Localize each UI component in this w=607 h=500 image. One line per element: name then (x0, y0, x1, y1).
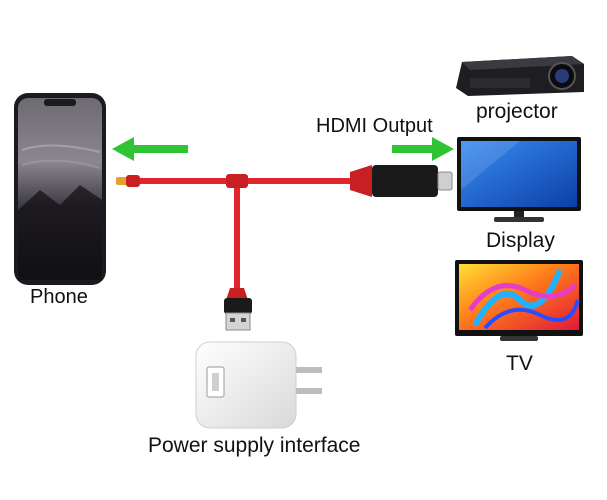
arrow-to-display-icon (392, 137, 454, 161)
usb-connector-icon (224, 288, 252, 331)
monitor-icon (457, 137, 581, 222)
display-label: Display (486, 229, 555, 252)
projector-icon (456, 56, 584, 96)
tv-icon (455, 260, 583, 341)
usb-charger-icon (195, 341, 322, 429)
cable (116, 165, 453, 292)
tv-label: TV (506, 352, 533, 375)
phone-label: Phone (30, 286, 88, 308)
hdmi-output-label: HDMI Output (316, 115, 433, 137)
projector-label: projector (476, 100, 558, 123)
phone-icon (14, 93, 106, 285)
arrow-to-phone-icon (112, 137, 188, 161)
power-supply-label: Power supply interface (148, 434, 361, 457)
